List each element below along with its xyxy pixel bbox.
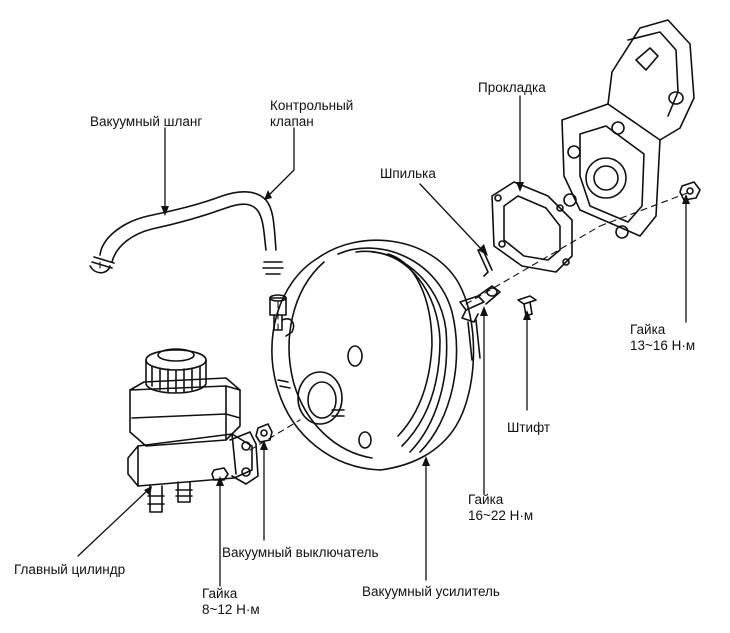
label-stud: Шпилька <box>380 166 436 182</box>
assembly-axis <box>99 191 691 451</box>
label-gasket: Прокладка <box>478 80 546 96</box>
label-nut-bottom: Гайка 8~12 Н·м <box>202 586 260 618</box>
label-vacuum-switch: Вакуумный выключатель <box>222 545 379 561</box>
nut-top-part <box>679 181 701 201</box>
label-vacuum-booster: Вакуумный усилитель <box>362 584 500 600</box>
mounting-bracket <box>561 19 695 239</box>
check-valve <box>269 294 295 337</box>
label-pin: Штифт <box>507 420 550 436</box>
vacuum-booster <box>271 239 501 471</box>
label-master-cylinder: Главный цилиндр <box>14 562 125 578</box>
label-check-valve-line2: клапан <box>270 114 314 129</box>
label-nut-mid-torque: 16~22 Н·м <box>468 508 534 523</box>
label-nut-bottom-torque: 8~12 Н·м <box>202 602 260 617</box>
vacuum-switch <box>255 423 273 443</box>
label-pin-text: Штифт <box>507 420 551 435</box>
label-gasket-text: Прокладка <box>478 80 546 95</box>
master-cylinder <box>127 348 259 513</box>
gasket <box>491 181 573 273</box>
vacuum-hose <box>89 191 284 275</box>
label-nut-mid: Гайка 16~22 Н·м <box>468 492 533 524</box>
label-vacuum-hose: Вакуумный шланг <box>90 114 202 130</box>
label-vacuum-hose-text: Вакуумный шланг <box>90 114 203 129</box>
label-nut-top-torque: 13~16 Н·м <box>630 338 696 353</box>
label-vacuum-booster-text: Вакуумный усилитель <box>362 584 500 599</box>
leader-lines <box>77 95 687 587</box>
label-nut-bottom-name: Гайка <box>202 586 238 601</box>
label-check-valve-line1: Контрольный <box>270 98 354 113</box>
label-nut-top: Гайка 13~16 Н·м <box>630 322 695 354</box>
label-master-cylinder-text: Главный цилиндр <box>14 562 126 577</box>
label-stud-text: Шпилька <box>380 166 436 181</box>
label-check-valve: Контрольный клапан <box>270 98 353 130</box>
label-nut-mid-name: Гайка <box>468 492 504 507</box>
label-vacuum-switch-text: Вакуумный выключатель <box>222 545 379 560</box>
label-nut-top-name: Гайка <box>630 322 666 337</box>
